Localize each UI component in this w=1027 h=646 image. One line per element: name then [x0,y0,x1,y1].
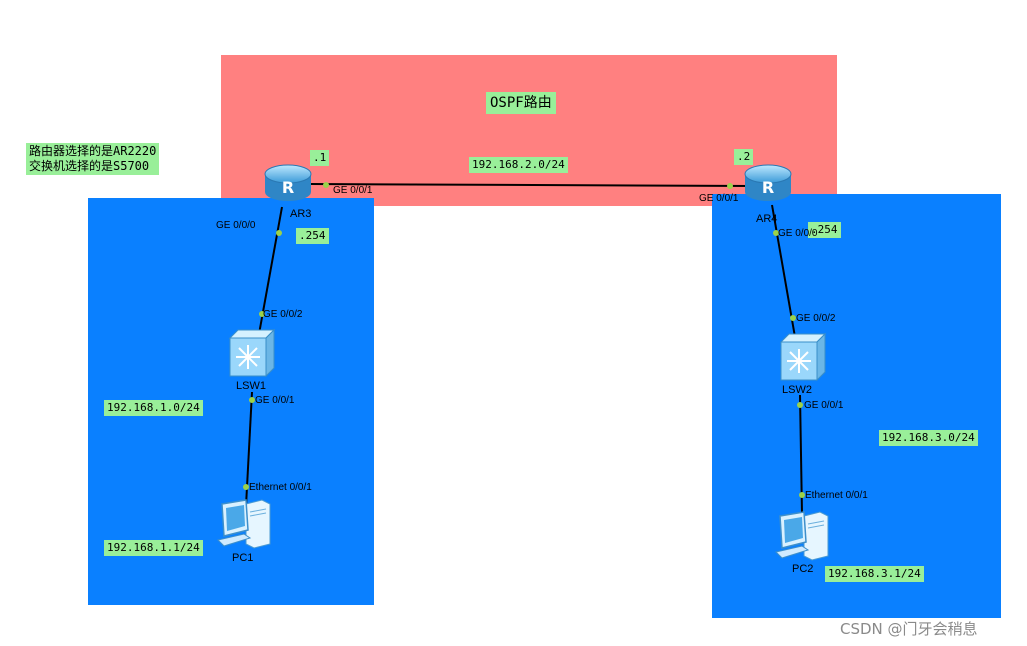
switch-icon[interactable] [224,328,276,378]
note-router-line: 路由器选择的是AR2220 [29,144,157,158]
link-ar4-lsw2 [771,204,796,338]
pc1-ip-label: 192.168.1.1/24 [104,540,203,556]
device-note: 路由器选择的是AR2220 交换机选择的是S5700 [26,143,160,175]
pc-icon[interactable] [216,496,272,550]
ar4-core-port-label: GE 0/0/1 [699,193,739,204]
ar4-core-address: .2 [734,149,754,165]
ar4-lan-address: .254 [808,222,841,238]
ar4-lan-port-label: GE 0/0/0 [778,228,818,239]
network-lan2-label: 192.168.3.0/24 [879,430,978,446]
ar3-core-port-label: GE 0/0/1 [333,185,373,196]
port-dot [276,230,282,236]
port-dot [799,492,805,498]
port-dot [249,397,255,403]
ospf-area [221,55,837,206]
port-dot [790,315,796,321]
router-icon[interactable]: R [742,160,794,208]
lsw2-up-port-label: GE 0/0/2 [796,313,836,324]
lan2-area [712,194,1001,618]
link-ar3-ar4 [309,183,755,187]
lsw1-up-port-label: GE 0/0/2 [263,309,303,320]
pc1-name: PC1 [232,552,254,564]
svg-text:R: R [762,178,774,197]
svg-text:R: R [282,178,294,197]
lsw2-name: LSW2 [782,384,812,396]
watermark: CSDN @门牙会稍息 [840,620,978,638]
ar4-name: AR4 [756,213,778,225]
ospf-area-title: OSPF路由 [486,92,556,114]
port-dot [243,484,249,490]
lsw2-down-port-label: GE 0/0/1 [804,400,844,411]
lsw1-name: LSW1 [236,380,266,392]
ar3-name: AR3 [290,208,312,220]
ar3-lan-port-label: GE 0/0/0 [216,220,256,231]
ar3-lan-address: .254 [296,228,329,244]
switch-icon[interactable] [775,332,827,382]
pc2-ip-label: 192.168.3.1/24 [825,566,924,582]
network-lan1-label: 192.168.1.0/24 [104,400,203,416]
port-dot [797,402,803,408]
port-dot [323,182,329,188]
ar3-core-address: .1 [310,150,330,166]
port-dot [727,183,733,189]
note-switch-line: 交换机选择的是S5700 [29,159,150,173]
port-dot [773,230,779,236]
port-dot [259,311,265,317]
lsw1-down-port-label: GE 0/0/1 [255,395,295,406]
pc1-port-label: Ethernet 0/0/1 [249,482,312,493]
pc2-name: PC2 [792,563,814,575]
network-core-label: 192.168.2.0/24 [469,157,568,173]
router-icon[interactable]: R [262,160,314,208]
pc2-port-label: Ethernet 0/0/1 [805,490,868,501]
pc-icon[interactable] [774,508,830,562]
